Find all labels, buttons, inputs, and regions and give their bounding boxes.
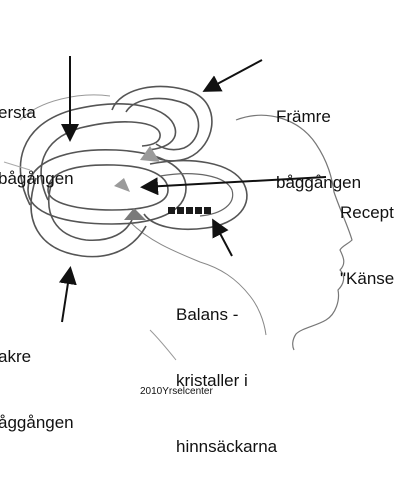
horizontal-canal-inner <box>47 164 169 211</box>
label-crystals-line3: hinnsäckarna <box>176 437 278 456</box>
label-upper-canal-line2: bågången <box>0 169 74 188</box>
ampulla-receptor-low <box>124 208 146 220</box>
crystal <box>195 207 202 214</box>
front-canal-outer <box>111 85 213 162</box>
arrow-mid-pointer <box>3 161 31 171</box>
arrow-front-canal <box>202 59 263 92</box>
arrow-crystals <box>212 218 233 257</box>
ear-canal-line <box>129 221 267 336</box>
inner-ear-diagram: ersta bågången Främre båggången Recept "… <box>0 56 394 456</box>
label-rear-canal-line1: akre <box>0 347 32 366</box>
crystal <box>168 207 175 214</box>
vestibule-sac <box>143 159 248 231</box>
credit-text: 2010Yrselcenter <box>140 386 213 397</box>
label-upper-canal: ersta bågången <box>0 58 74 212</box>
arrow-receptor <box>140 176 327 196</box>
label-receptor-line2: "Känse <box>340 269 395 288</box>
balance-crystals <box>168 207 211 214</box>
upper-canal-inner <box>40 121 161 201</box>
vestibule-sac-inner <box>159 173 234 217</box>
label-front-canal-line2: båggången <box>276 173 362 192</box>
ampulla-receptor-mid <box>114 178 130 192</box>
label-crystals-line2: kristaller i <box>176 371 248 390</box>
label-receptor: Recept "Känse <box>340 158 394 312</box>
rear-canal-inner <box>48 181 133 242</box>
front-canal-inner <box>125 97 200 151</box>
label-receptor-line1: Recept <box>340 203 394 222</box>
horizontal-canal-outer <box>27 149 187 225</box>
label-crystals: Balans - kristaller i hinnsäckarna <box>176 260 277 480</box>
label-rear-canal: akre åggången <box>0 302 74 456</box>
label-upper-canal-line1: ersta <box>0 103 36 122</box>
label-rear-canal-line2: åggången <box>0 413 74 432</box>
crystal <box>186 207 193 214</box>
ampulla-receptor-top <box>140 146 160 162</box>
rear-canal-outer <box>30 177 147 258</box>
skull-line <box>19 94 177 361</box>
label-crystals-line1: Balans - <box>176 305 239 324</box>
head-profile-outline <box>235 114 353 351</box>
diagram-drawing <box>3 56 353 361</box>
crystal <box>177 207 184 214</box>
arrow-rear-canal <box>58 266 77 323</box>
crystal <box>204 207 211 214</box>
upper-canal-outer <box>19 103 177 206</box>
label-front-canal: Främre båggången <box>276 62 361 216</box>
label-front-canal-line1: Främre <box>276 107 331 126</box>
